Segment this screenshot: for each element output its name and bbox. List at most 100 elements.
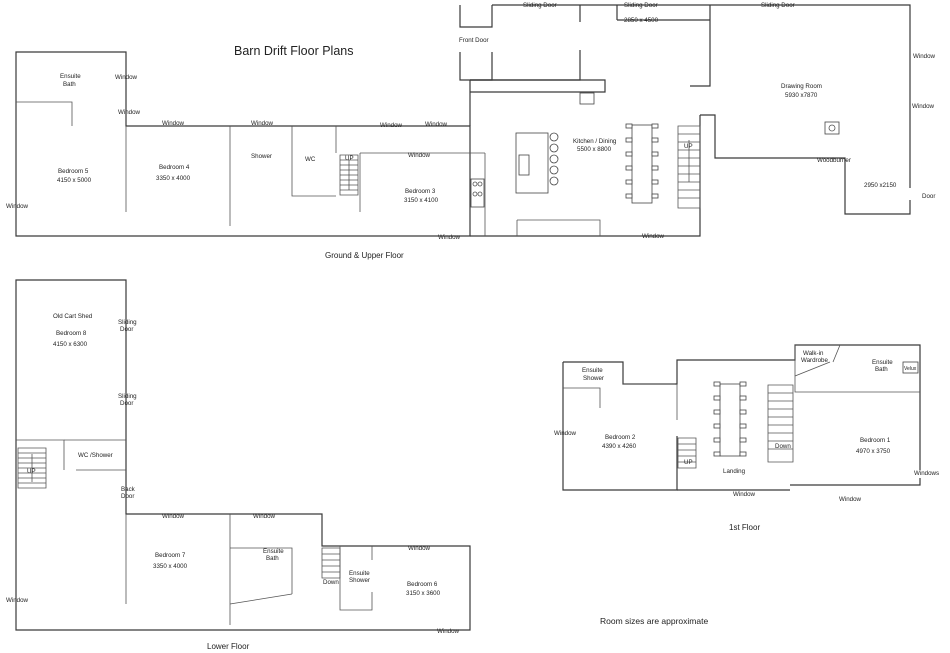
first-floor-labels: Ensuite Shower Window Bedroom 2 4390 x 4…	[554, 350, 939, 503]
stairs-up-label: UP	[27, 468, 36, 475]
velux-label: Velux	[904, 366, 917, 372]
window-label: Window	[438, 234, 461, 241]
room-label-ensuite-bath: Bath	[875, 366, 888, 373]
front-door-label: Front Door	[459, 37, 489, 44]
window-label: Window	[162, 120, 185, 127]
kitchen-island	[515, 132, 559, 194]
room-label-shower: Shower	[251, 153, 272, 160]
room-label-ensuite-bath: Bath	[63, 81, 76, 88]
plan-title: Barn Drift Floor Plans	[234, 44, 353, 58]
sliding-door-label: Sliding Door	[624, 2, 658, 9]
dining-table	[625, 123, 659, 204]
room-label-wc-shower: WC /Shower	[78, 452, 113, 459]
sliding-door-label: Sliding	[118, 319, 137, 326]
door-label: Door	[922, 193, 935, 200]
room-label-bedroom-7: Bedroom 7	[155, 552, 186, 559]
approximate-sizes-note: Room sizes are approximate	[600, 616, 708, 626]
room-label-kitchen-dining: Kitchen / Dining	[573, 138, 617, 145]
woodburner-label: Woodburner	[817, 157, 851, 164]
stairs-up-label: UP	[684, 459, 693, 466]
stairs-down-label: Down	[323, 579, 339, 586]
room-label-bedroom-1: Bedroom 1	[860, 437, 891, 444]
window-label: Window	[162, 513, 185, 520]
stairs-up-ground	[339, 154, 359, 196]
landing-label: Landing	[723, 468, 746, 475]
velux-icon	[902, 361, 919, 374]
room-label-bedroom-6: Bedroom 6	[407, 581, 438, 588]
room-label-old-cart-shed: Old Cart Shed	[53, 313, 93, 320]
room-label-ensuite-shower: Shower	[583, 375, 604, 382]
room-label-walk-in-wardrobe: Walk-in	[803, 350, 824, 357]
room-size-bedroom-3: 3150 x 4100	[404, 197, 439, 204]
window-label: Window	[6, 597, 29, 604]
room-label-ensuite-shower: Ensuite	[582, 367, 603, 374]
room-label-walk-in-wardrobe: Wardrobe	[801, 357, 828, 364]
room-size-bedroom-7: 3350 x 4000	[153, 563, 188, 570]
landing-table	[713, 381, 747, 457]
room-size-bedroom-4: 3350 x 4000	[156, 175, 191, 182]
window-label: Window	[115, 74, 138, 81]
room-size-bedroom-6: 3150 x 3600	[406, 590, 441, 597]
window-label: Window	[642, 233, 665, 240]
stairs-down-first	[767, 384, 794, 463]
window-label: Window	[913, 53, 936, 60]
caption-lower-floor: Lower Floor	[207, 642, 250, 651]
window-label: Window	[437, 628, 460, 635]
window-label: Window	[408, 545, 431, 552]
lower-floor-labels: Old Cart Shed Bedroom 8 4150 x 6300 Slid…	[6, 313, 460, 635]
window-label: Window	[408, 152, 431, 159]
caption-ground-upper-floor: Ground & Upper Floor	[325, 251, 404, 260]
stairs-down-label: Down	[775, 443, 791, 450]
back-door-label: Door	[121, 493, 134, 500]
room-size-bedroom-5: 4150 x 5000	[57, 177, 92, 184]
windows-label: Windows	[914, 470, 939, 477]
sink-icon	[579, 92, 595, 105]
ground-upper-floor-labels: Ensuite Bath Window Window Window Window…	[6, 2, 936, 241]
room-size-bedroom-8: 4150 x 6300	[53, 341, 88, 348]
room-label-bedroom-8: Bedroom 8	[56, 330, 87, 337]
window-label: Window	[251, 120, 274, 127]
room-size-label: 2850 x 4500	[624, 17, 659, 24]
window-label: Window	[912, 103, 935, 110]
room-label-ensuite-bath: Bath	[266, 555, 279, 562]
sliding-door-label: Sliding	[118, 393, 137, 400]
window-label: Window	[733, 491, 756, 498]
sliding-door-label: Sliding Door	[523, 2, 557, 9]
room-label-bedroom-4: Bedroom 4	[159, 164, 190, 171]
room-size-drawing-room: 5930 x7870	[785, 92, 818, 99]
ground-upper-floor-plan	[15, 4, 911, 237]
lower-floor-plan	[15, 279, 471, 631]
room-label-bedroom-3: Bedroom 3	[405, 188, 436, 195]
stairs-up-label: UP	[684, 143, 693, 150]
room-label-ensuite-shower: Shower	[349, 577, 370, 584]
room-label-bedroom-5: Bedroom 5	[58, 168, 89, 175]
room-label-drawing-room: Drawing Room	[781, 83, 822, 90]
room-label-bedroom-2: Bedroom 2	[605, 434, 636, 441]
window-label: Window	[839, 496, 862, 503]
room-size-label: 2950 x2150	[864, 182, 897, 189]
window-label: Window	[425, 121, 448, 128]
stairs-kitchen	[677, 125, 701, 209]
caption-first-floor: 1st Floor	[729, 523, 760, 532]
back-door-label: Back	[121, 486, 136, 493]
window-label: Window	[253, 513, 276, 520]
stairs-up-lower	[17, 447, 47, 489]
window-label: Window	[6, 203, 29, 210]
first-floor-plan	[562, 344, 921, 491]
room-label-ensuite-shower: Ensuite	[349, 570, 370, 577]
room-label-ensuite-bath: Ensuite	[60, 73, 81, 80]
sliding-door-label: Door	[120, 326, 133, 333]
sliding-door-label: Door	[120, 400, 133, 407]
room-label-ensuite-bath: Ensuite	[263, 548, 284, 555]
room-size-bedroom-1: 4970 x 3750	[856, 448, 891, 455]
room-label-ensuite-bath: Ensuite	[872, 359, 893, 366]
room-size-bedroom-2: 4390 x 4260	[602, 443, 637, 450]
window-label: Window	[380, 122, 403, 129]
room-size-kitchen-dining: 5500 x 8800	[577, 146, 612, 153]
window-label: Window	[554, 430, 577, 437]
stairs-up-first	[677, 437, 697, 469]
stairs-up-label: UP	[345, 155, 354, 162]
room-label-wc: WC	[305, 156, 316, 163]
window-label: Window	[118, 109, 141, 116]
